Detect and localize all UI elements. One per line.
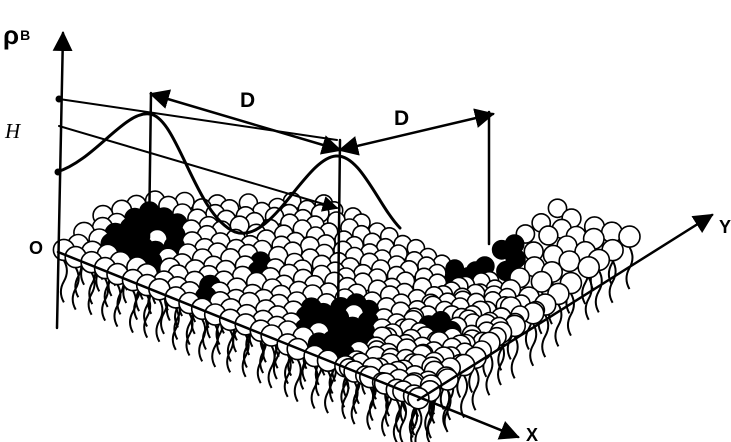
rho-label: ρB xyxy=(3,20,30,50)
lipid-tail xyxy=(566,293,575,337)
y-axis-label: Y xyxy=(719,217,731,237)
guide-line-lower xyxy=(58,125,339,212)
guide-line-upper xyxy=(58,98,338,141)
lipid-tail xyxy=(510,335,519,379)
lipid-head-light xyxy=(618,225,641,248)
h-label: H xyxy=(4,119,22,143)
peak-line-2 xyxy=(336,138,342,320)
d-label-right: D xyxy=(394,107,409,130)
lipid-tail xyxy=(443,389,452,433)
lipid-tail xyxy=(594,269,603,313)
lipid-tail xyxy=(414,408,423,442)
lipid-tail xyxy=(71,267,80,311)
lipid-tail xyxy=(283,354,292,398)
lipid-tail xyxy=(341,376,350,420)
axis-dot-bottom xyxy=(54,168,62,176)
lipid-tail xyxy=(425,400,434,442)
origin-label: O xyxy=(29,238,43,258)
lipid-tail xyxy=(350,381,359,425)
lipid-tail xyxy=(584,277,593,321)
lipid-tail xyxy=(267,345,276,389)
d-spacing-arrow-right xyxy=(338,108,495,156)
lipid-heads xyxy=(52,190,641,410)
lipid-tail xyxy=(366,387,375,431)
lipid-tail xyxy=(198,318,207,362)
lipid-tail xyxy=(256,340,265,384)
lipid-tail xyxy=(293,359,302,403)
lipid-tail xyxy=(128,290,137,334)
lipid-tail xyxy=(185,312,194,356)
lipid-tail xyxy=(101,278,110,322)
lipid-head-light xyxy=(530,270,553,293)
lipid-head-light xyxy=(538,225,559,246)
lipid-tail xyxy=(87,272,96,316)
lipid-tail xyxy=(497,342,506,386)
y-axis xyxy=(416,213,714,402)
lipid-tail xyxy=(310,366,319,410)
lipid-tail xyxy=(324,370,333,414)
d-spacing-arrow-left xyxy=(149,89,342,155)
lipid-tail xyxy=(381,393,390,437)
lipid-tail xyxy=(211,324,220,368)
lipid-tail xyxy=(113,284,122,328)
lipid-tail xyxy=(155,299,164,343)
lipid-tail xyxy=(460,375,469,419)
lipid-tail xyxy=(171,307,180,351)
d-label-left: D xyxy=(240,89,255,112)
lipid-tail xyxy=(226,329,235,373)
lipid-tail xyxy=(608,260,617,304)
lipid-tail xyxy=(485,352,494,396)
lipid-tail xyxy=(143,295,152,339)
density-profile-curve xyxy=(55,112,402,235)
lipid-tail xyxy=(471,367,480,411)
lipid-head-light xyxy=(577,255,601,279)
lipid-tail xyxy=(541,314,550,358)
x-axis-label: X xyxy=(526,425,538,442)
x-axis xyxy=(56,250,520,440)
lipid-tail xyxy=(529,323,538,367)
lipid-tail xyxy=(59,259,68,303)
lipid-tail xyxy=(241,334,250,378)
lipid-tail xyxy=(399,400,408,442)
lipid-head-light xyxy=(547,198,568,219)
rho-axis xyxy=(52,31,73,330)
lipid-tail xyxy=(392,399,401,442)
